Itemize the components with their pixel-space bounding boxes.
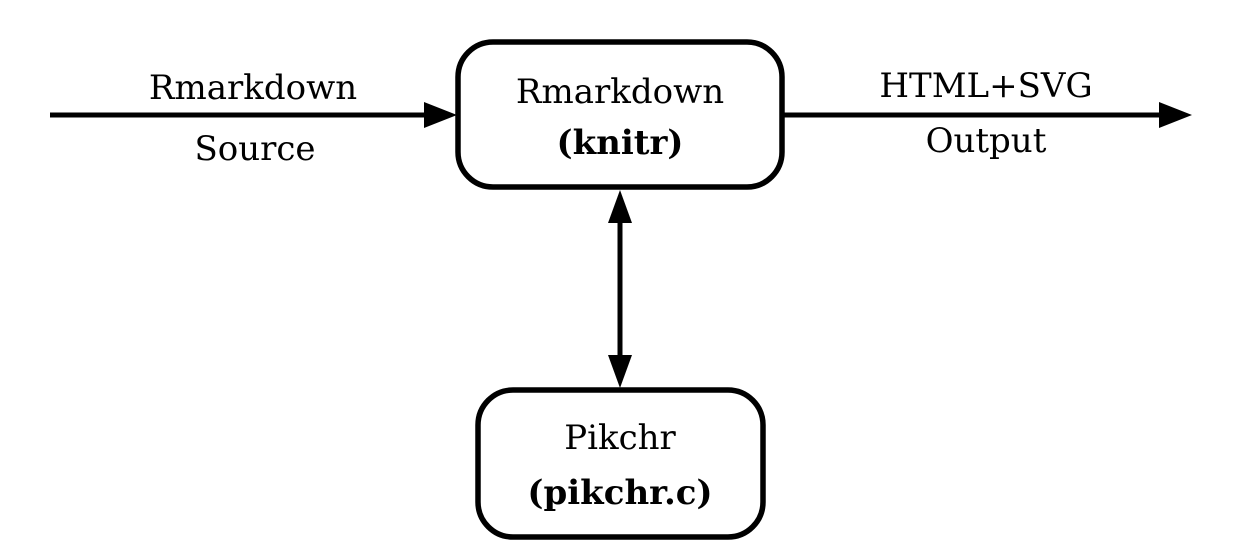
output-arrowhead-icon: [1159, 102, 1192, 128]
input-arrow-label-bottom: Source: [194, 129, 315, 169]
input-arrowhead-icon: [424, 102, 457, 128]
knitr-box-subtitle: (knitr): [557, 123, 684, 163]
knitr-box-shape: [455, 39, 785, 190]
up-arrowhead-icon: [608, 190, 632, 223]
pikchr-box: Pikchr (pikchr.c): [475, 387, 766, 540]
input-arrow: Rmarkdown Source: [50, 68, 457, 169]
pikchr-box-subtitle: (pikchr.c): [527, 473, 712, 513]
output-arrow-label-bottom: Output: [926, 121, 1047, 161]
knitr-box-title: Rmarkdown: [516, 72, 724, 112]
input-arrow-label-top: Rmarkdown: [149, 68, 357, 108]
output-arrow: HTML+SVG Output: [782, 66, 1192, 161]
pikchr-box-title: Pikchr: [564, 418, 676, 458]
pikchr-box-shape: [475, 387, 766, 540]
output-arrow-label-top: HTML+SVG: [879, 66, 1092, 106]
knitr-box: Rmarkdown (knitr): [455, 39, 785, 190]
bidirectional-arrow: [608, 190, 632, 388]
down-arrowhead-icon: [608, 355, 632, 388]
